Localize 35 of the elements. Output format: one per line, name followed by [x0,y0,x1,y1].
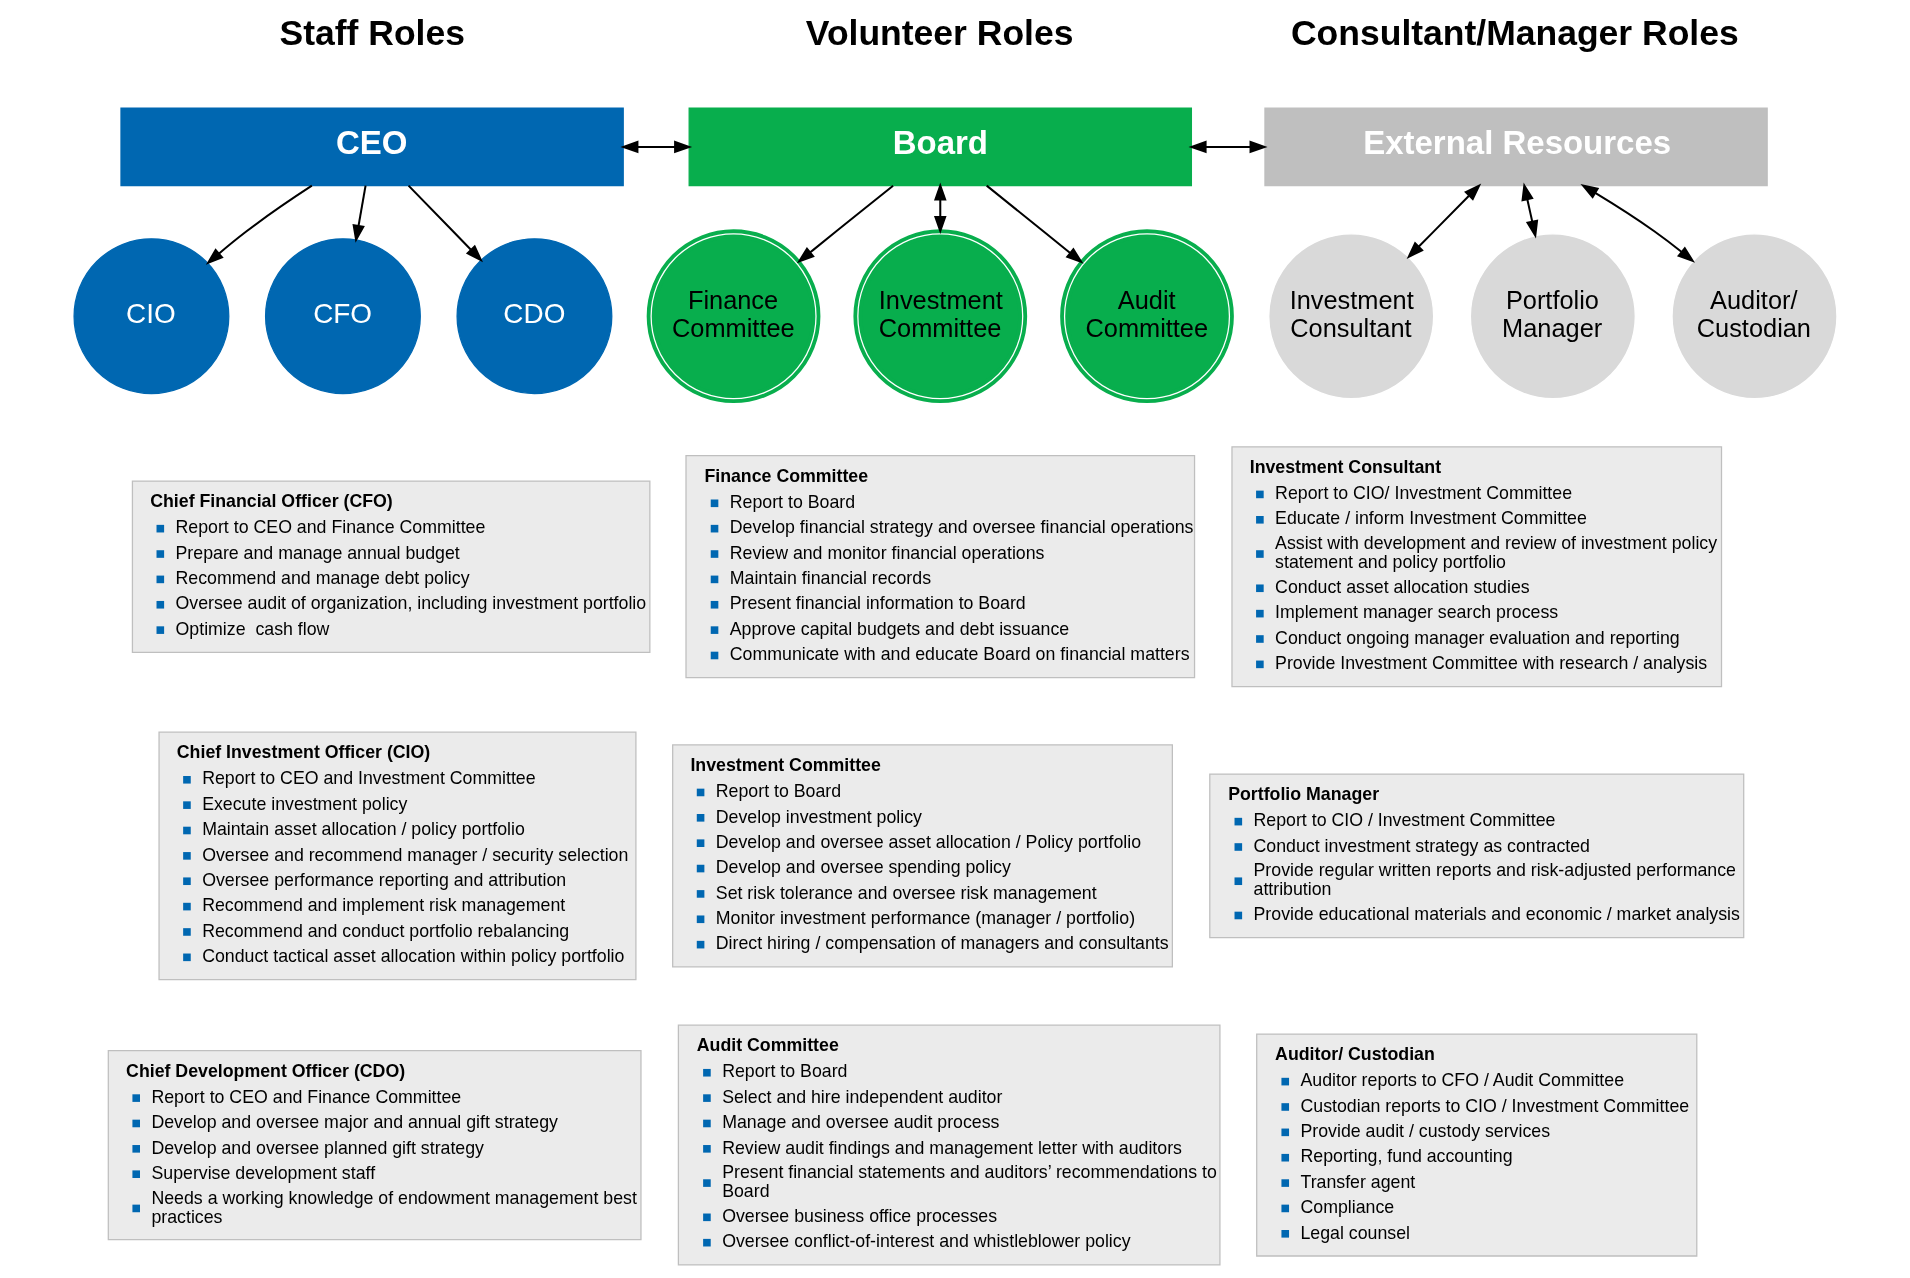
node-box: Chief Financial Officer (CFO) Report to CEO and Finance Committee Prepare and manage annual budget Recommend and manage debt policy Oversee audit of organization, including investment portfolio Optimize cash flow [131,480,650,653]
arrow [985,184,1084,264]
node-circle: CFO [264,238,421,395]
node-box: Audit Committee Report to Board Select and hire independent auditor Manage and oversee audit process Review audit findings and management letter with auditors Present financial statements and auditors’ recommendations to Board Oversee business office processes Oversee conflict-of-interest and whistleblower policy [677,1024,1221,1266]
node-box: Chief Development Officer (CDO) Report to CEO and Finance Committee Develop and oversee major and annual gift strategy Develop and oversee planned gift strategy Supervise development staff Needs a working knowledge of endowment management best practices [107,1049,642,1241]
arrow [407,184,483,263]
node-box: Board [688,107,1192,187]
arrow [205,184,312,265]
label: Consultant/Manager Roles [1290,13,1739,54]
node-box: Auditor/ Custodian Auditor reports to CFO / Audit Committee Custodian reports to CIO / Investment Committee Provide audit / custody services Reporting, fund accounting Transfer agent Compliance Legal counsel [1255,1033,1697,1257]
arrow [619,140,692,154]
node-circle: Portfolio Manager [1469,233,1636,400]
label: Staff Roles [279,13,465,54]
node-box: Portfolio Manager Report to CIO / Investment Committee Conduct investment strategy as contracted Provide regular written reports and risk-adjusted performance attribution Provide educational materials and economic / market analysis [1208,773,1744,939]
arrow [1188,140,1268,154]
node-circle: Auditor/ Custodian [1670,233,1838,400]
label: Volunteer Roles [805,13,1073,54]
arrow [351,185,367,243]
node-circle: Audit Committee [1059,229,1234,404]
node-box: CEO [119,107,624,187]
arrow [1406,183,1481,259]
node-circle: CDO [455,238,612,395]
node-circle: CIO [72,238,229,395]
node-box: Finance Committee Report to Board Develop financial strategy and oversee financial operations Review and monitor financial operations Maintain financial records Present financial information to Board Approve capital budgets and debt issuance Communicate with and educate Board on financial matters [684,455,1195,679]
node-box: Chief Investment Officer (CIO) Report to CEO and Investment Committee Execute investment policy Maintain asset allocation / policy portfolio Oversee and recommend manager / security selection Oversee performance reporting and attribution Recommend and implement risk management Recommend and conduct portfolio rebalancing Conduct tactical asset allocation within policy portfolio [157,731,637,981]
arrow [1520,182,1538,239]
arrow [796,184,894,264]
node-circle: Investment Committee [852,229,1027,404]
node-box: Investment Consultant Report to CIO/ Investment Committee Educate / inform Investment Committee Assist with development and review of investment policy statement and policy portfolio Conduct asset allocation studies Implement manager search process Conduct ongoing manager evaluation and reporting Provide Investment Committee with research / analysis [1230,446,1722,688]
node-circle: Finance Committee [646,229,820,404]
arrow [1580,184,1695,263]
node-circle: Investment Consultant [1267,233,1434,400]
node-box: Investment Committee Report to Board Develop investment policy Develop and oversee asset allocation / Policy portfolio Develop and oversee spending policy Set risk tolerance and oversee risk management Monitor investment performance (manager / portfolio) Direct hiring / compensation of managers and consultants [671,744,1173,968]
node-box: External Resources [1263,107,1768,187]
arrow [933,182,947,235]
